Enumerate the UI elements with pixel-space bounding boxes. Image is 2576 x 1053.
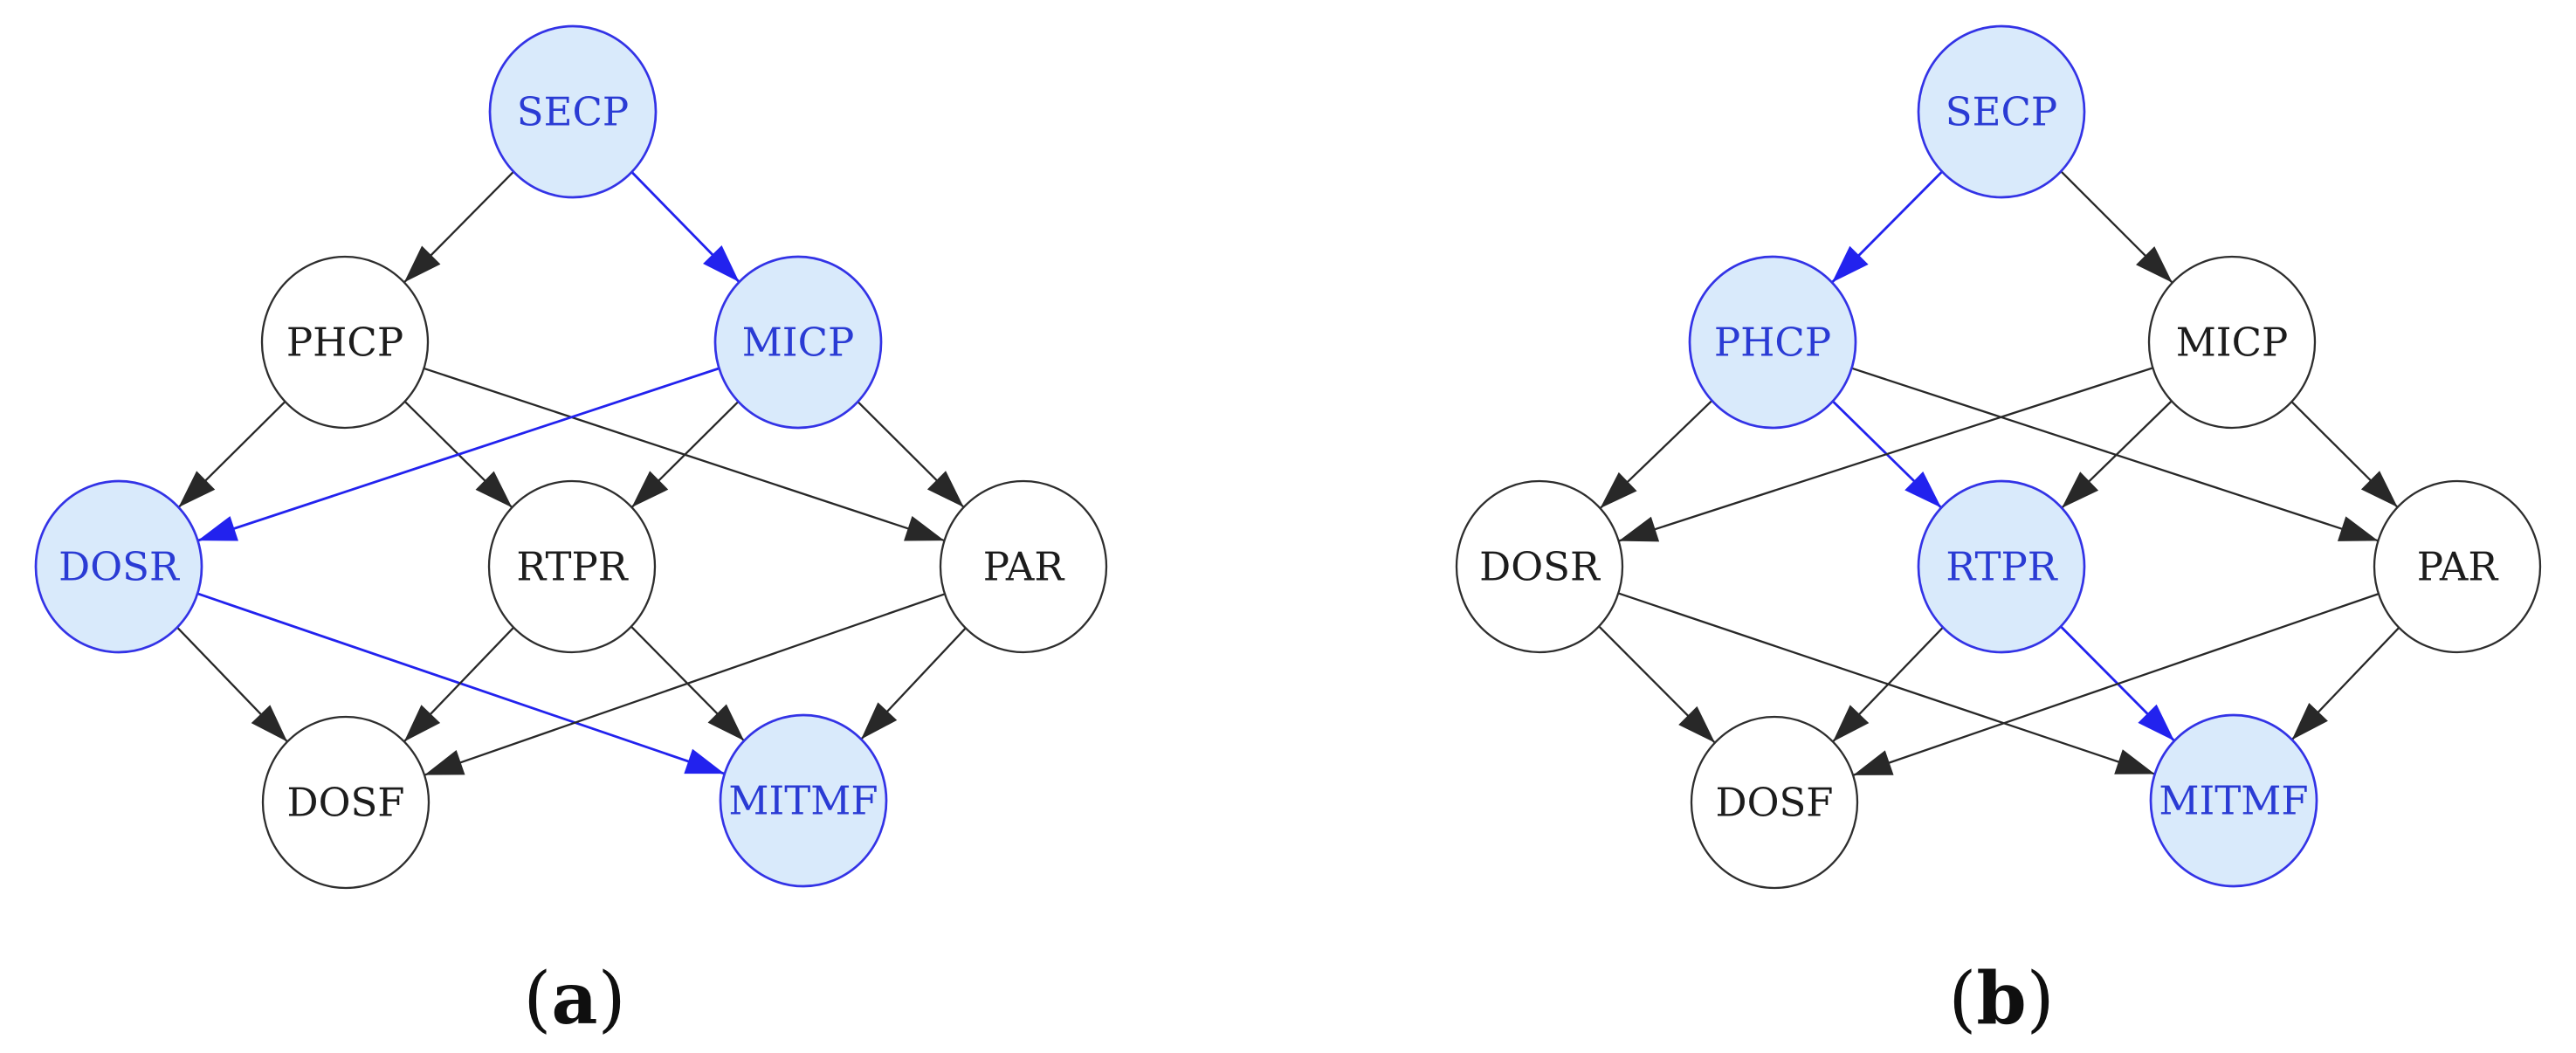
caption-a: (a) xyxy=(523,957,625,1041)
node-par-a-label: PAR xyxy=(983,544,1065,590)
edge-par-dosf-a xyxy=(424,593,946,776)
node-micp-a: MICP xyxy=(713,255,883,430)
node-par-a: PAR xyxy=(939,479,1108,654)
edge-micp-par-b xyxy=(2290,401,2399,508)
caption-a-letter: a xyxy=(551,957,597,1041)
node-phcp-b-ellipse xyxy=(1688,255,1857,430)
edge-rtpr-dosf-a xyxy=(403,626,515,743)
edge-micp-rtpr-a xyxy=(630,401,740,508)
node-dosf-b-ellipse xyxy=(1690,715,1859,890)
node-phcp-a: PHCP xyxy=(260,255,430,430)
node-mitmf-b-label: MITMF xyxy=(2159,778,2308,824)
caption-b-close: ) xyxy=(2027,958,2055,1041)
node-rtpr-a-ellipse xyxy=(487,479,657,654)
edge-micp-rtpr-b xyxy=(2061,400,2173,509)
node-dosr-a: DOSR xyxy=(34,479,203,654)
diagram-b: SECP PHCP MICP DOSR RTPR PAR DOSF MITMF xyxy=(1455,24,2542,890)
edge-phcp-dosr-a xyxy=(177,401,286,508)
node-dosf-b: DOSF xyxy=(1690,715,1859,890)
node-dosf-b-label: DOSF xyxy=(1715,780,1833,826)
node-mitmf-a: MITMF xyxy=(719,713,888,888)
edge-dosr-mitmf-b xyxy=(1617,592,2156,775)
edge-par-dosf-b xyxy=(1852,593,2380,776)
node-secp-a-label: SECP xyxy=(517,89,629,135)
edge-micp-par-a xyxy=(857,401,965,508)
node-secp-a: SECP xyxy=(488,24,658,199)
node-mitmf-b-ellipse xyxy=(2149,713,2318,888)
edge-phcp-par-b xyxy=(1851,367,2379,542)
node-phcp-a-ellipse xyxy=(260,255,430,430)
node-dosr-a-ellipse xyxy=(34,479,203,654)
node-dosr-b-label: DOSR xyxy=(1479,544,1601,590)
node-par-b: PAR xyxy=(2373,479,2542,654)
node-rtpr-a-label: RTPR xyxy=(516,544,628,590)
node-dosr-a-label: DOSR xyxy=(59,544,180,590)
node-dosr-b-ellipse xyxy=(1455,479,1624,654)
diagrams-root: SECP PHCP MICP DOSR RTPR PAR DOSF MITMF SECP PHCP… xyxy=(34,24,2542,890)
edge-par-mitmf-a xyxy=(860,627,967,740)
node-rtpr-b-label: RTPR xyxy=(1946,544,2057,590)
node-secp-a-ellipse xyxy=(488,24,658,199)
node-rtpr-b: RTPR xyxy=(1917,479,2086,654)
caption-b-open: ( xyxy=(1948,958,1976,1041)
node-dosf-a: DOSF xyxy=(261,715,430,890)
node-secp-b-ellipse xyxy=(1917,24,2086,199)
caption-b-letter: b xyxy=(1976,957,2026,1041)
node-mitmf-a-ellipse xyxy=(719,713,888,888)
edge-secp-micp-b xyxy=(2060,170,2173,284)
edge-rtpr-dosf-b xyxy=(1832,626,1944,743)
edge-micp-dosr-a xyxy=(197,367,720,542)
caption-a-close: ) xyxy=(598,958,626,1041)
edge-dosr-dosf-b xyxy=(1598,625,1716,744)
node-par-a-ellipse xyxy=(939,479,1108,654)
edge-par-mitmf-b xyxy=(2290,627,2400,740)
node-par-b-ellipse xyxy=(2373,479,2542,654)
node-dosr-b: DOSR xyxy=(1455,479,1624,654)
node-mitmf-a-label: MITMF xyxy=(728,778,878,824)
node-micp-b: MICP xyxy=(2147,255,2317,430)
node-par-b-label: PAR xyxy=(2417,544,2499,590)
edge-phcp-dosr-b xyxy=(1599,400,1713,509)
diagram-a: SECP PHCP MICP DOSR RTPR PAR DOSF MITMF xyxy=(34,24,1108,890)
node-micp-a-ellipse xyxy=(713,255,883,430)
node-dosf-a-label: DOSF xyxy=(286,780,404,826)
node-micp-b-ellipse xyxy=(2147,255,2317,430)
caption-a-open: ( xyxy=(523,958,551,1041)
node-phcp-b-label: PHCP xyxy=(1714,320,1831,366)
node-mitmf-b: MITMF xyxy=(2149,713,2318,888)
node-micp-a-label: MICP xyxy=(742,320,855,366)
node-phcp-b: PHCP xyxy=(1688,255,1857,430)
edge-micp-dosr-b xyxy=(1618,367,2153,542)
edge-secp-phcp-a xyxy=(403,170,514,284)
node-rtpr-a: RTPR xyxy=(487,479,657,654)
node-dosf-a-ellipse xyxy=(261,715,430,890)
caption-b: (b) xyxy=(1948,957,2054,1041)
node-secp-b: SECP xyxy=(1917,24,2086,199)
node-secp-b-label: SECP xyxy=(1946,89,2057,135)
node-rtpr-b-ellipse xyxy=(1917,479,2086,654)
node-micp-b-label: MICP xyxy=(2176,320,2289,366)
node-phcp-a-label: PHCP xyxy=(286,320,403,366)
edge-dosr-dosf-a xyxy=(176,626,288,743)
edge-secp-phcp-b xyxy=(1830,170,1944,284)
edge-secp-micp-a xyxy=(630,171,740,283)
